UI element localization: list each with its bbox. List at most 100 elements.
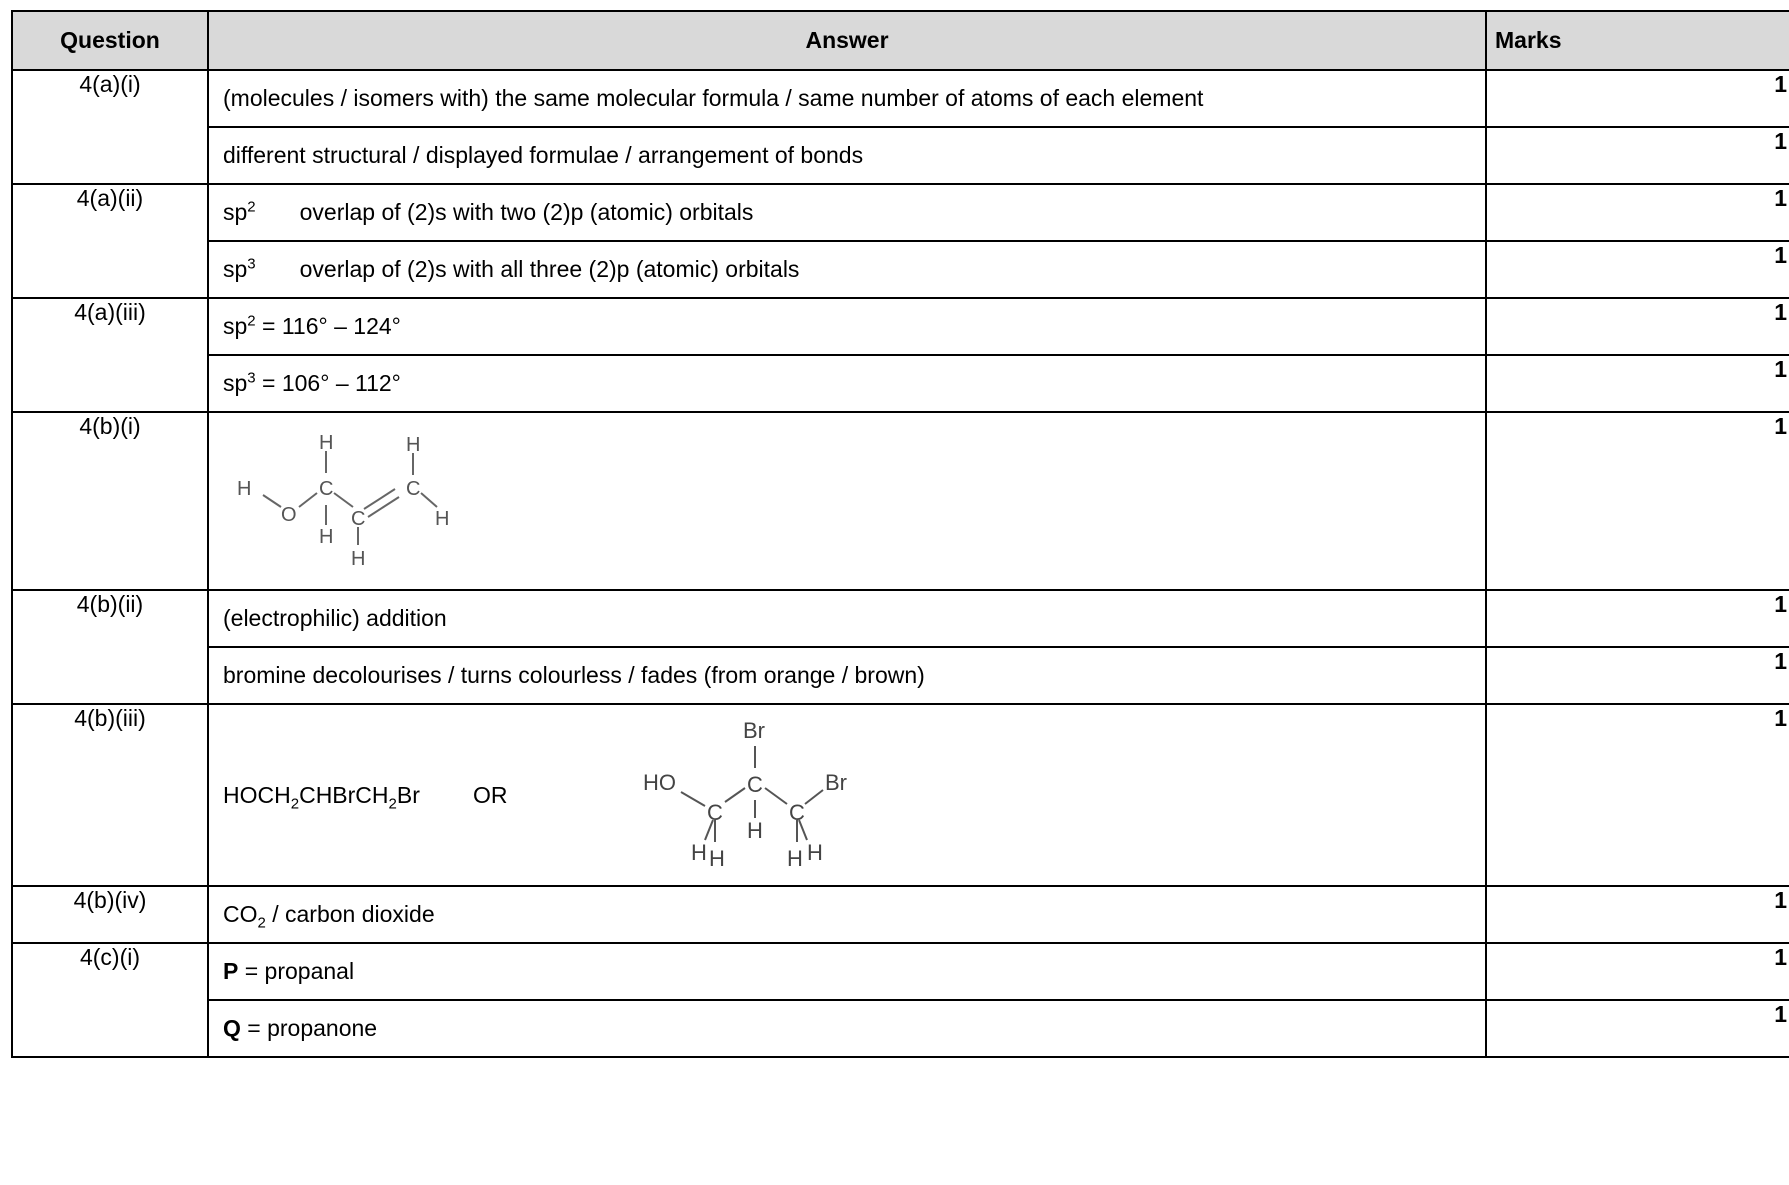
marks-cell: 1: [1485, 646, 1789, 705]
atom-h: H: [319, 526, 333, 548]
answer-text: bromine decolourises / turns colourless …: [207, 646, 1487, 705]
answer-text: = propanal: [238, 958, 355, 984]
marks-cell: 1: [1485, 942, 1789, 1001]
answer-text: overlap of (2)s with two (2)p (atomic) o…: [299, 199, 754, 225]
question-number: 4(b)(iii): [11, 703, 209, 887]
dibromopropanol-structure: Br HO C Br C C H H H H H: [643, 718, 847, 871]
question-number: 4(a)(ii): [11, 183, 209, 299]
atom-c: C: [707, 800, 723, 825]
question-number: 4(a)(i): [11, 69, 209, 185]
answer-text: = propanone: [240, 1015, 378, 1041]
hybridisation-label: sp: [223, 313, 248, 339]
atom-h: H: [709, 846, 725, 871]
atom-c: C: [406, 478, 420, 500]
atom-ho: HO: [643, 770, 676, 795]
prop-2-en-1-ol-structure: H O H C H C H H C H: [237, 432, 449, 570]
marks-cell: 1: [1485, 999, 1789, 1058]
marks-cell: 1: [1485, 885, 1789, 944]
answer-text: = 116° – 124°: [255, 313, 401, 339]
answer-text: different structural / displayed formula…: [207, 126, 1487, 185]
atom-h: H: [406, 434, 420, 456]
table-row: different structural / displayed formula…: [12, 126, 1789, 185]
answer-text: / carbon dioxide: [265, 901, 435, 927]
subscript: 2: [257, 914, 266, 932]
question-number: 4(b)(ii): [11, 589, 209, 705]
compound-label: Q: [223, 1015, 241, 1041]
marks-cell: 1: [1485, 240, 1789, 299]
atom-br: Br: [825, 770, 847, 795]
atom-h: H: [435, 508, 449, 530]
atom-c: C: [747, 772, 763, 797]
header-question: Question: [11, 10, 209, 71]
superscript: 2: [247, 198, 256, 216]
answer-cell: H O H C H C H H C H: [207, 411, 1487, 591]
condensed-formula: HOCH2CHBrCH2Br: [223, 781, 473, 813]
atom-c: C: [319, 478, 333, 500]
table-row: 4(b)(i) H O H C H: [11, 411, 1789, 591]
question-number: 4(b)(iv): [11, 885, 209, 944]
atom-c: C: [789, 800, 805, 825]
table-row: bromine decolourises / turns colourless …: [12, 646, 1789, 705]
marks-cell: 1: [1485, 69, 1789, 128]
atom-h: H: [787, 846, 803, 871]
answer-cell: HOCH2CHBrCH2Br OR: [207, 703, 1487, 887]
answer-text: = 106° – 112°: [255, 370, 401, 396]
formula-part: HOCH: [223, 781, 291, 808]
marks-cell: 1: [1485, 411, 1789, 591]
atom-h: H: [237, 478, 251, 500]
table-row: 4(a)(i) (molecules / isomers with) the s…: [11, 69, 1789, 185]
answer-cell: CO2 / carbon dioxide: [207, 885, 1487, 944]
atom-h: H: [691, 840, 707, 865]
answer-cell: sp2 overlap of (2)s with two (2)p (atomic…: [207, 183, 1487, 242]
header-answer: Answer: [207, 10, 1487, 71]
marks-cell: 1: [1485, 703, 1789, 887]
marks-cell: 1: [1485, 126, 1789, 185]
atom-h: H: [351, 548, 365, 570]
table-row: sp3 = 106° – 112° 1: [12, 354, 1789, 413]
formula-part: CO: [223, 901, 258, 927]
header-marks: Marks: [1485, 10, 1789, 71]
atom-h: H: [319, 432, 333, 454]
or-label: OR: [473, 781, 508, 808]
superscript: 2: [247, 312, 256, 330]
question-number: 4(c)(i): [11, 942, 209, 1058]
hybridisation-label: sp: [223, 370, 248, 396]
table-row: 4(c)(i) P = propanal 1: [11, 942, 1789, 1058]
atom-h: H: [807, 840, 823, 865]
question-number: 4(a)(iii): [11, 297, 209, 413]
hybridisation-label: sp: [223, 199, 248, 225]
table-row: 4(b)(ii) (electrophilic) addition 1: [11, 589, 1789, 705]
answer-text: (electrophilic) addition: [207, 589, 1487, 648]
marks-cell: 1: [1485, 354, 1789, 413]
formula-part: Br: [396, 781, 420, 808]
table-row: Q = propanone 1: [12, 999, 1789, 1058]
answer-cell: P = propanal: [207, 942, 1487, 1001]
superscript: 3: [247, 369, 256, 387]
marks-cell: 1: [1485, 183, 1789, 242]
table-header-row: Question Answer Marks: [11, 10, 1789, 71]
marks-cell: 1: [1485, 297, 1789, 356]
answer-text: (molecules / isomers with) the same mole…: [207, 69, 1487, 128]
table-row: 4(a)(iii) sp2 = 116° – 124° 1: [11, 297, 1789, 413]
answer-cell: sp3 = 106° – 112°: [207, 354, 1487, 413]
question-number: 4(b)(i): [11, 411, 209, 591]
table-row: 4(b)(iv) CO2 / carbon dioxide 1: [11, 885, 1789, 944]
answer-cell: Q = propanone: [207, 999, 1487, 1058]
compound-label: P: [223, 958, 239, 984]
atom-br: Br: [743, 718, 765, 743]
mark-scheme-table: Question Answer Marks 4(a)(i) (molecules…: [11, 10, 1789, 1058]
formula-part: CHBrCH: [299, 781, 389, 808]
atom-h: H: [747, 818, 763, 843]
atom-o: O: [281, 504, 297, 526]
superscript: 3: [247, 255, 256, 273]
table-row: 4(b)(iii) HOCH2CHBrCH2Br OR: [11, 703, 1789, 887]
hybridisation-label: sp: [223, 256, 248, 282]
marks-cell: 1: [1485, 589, 1789, 648]
subscript: 2: [388, 795, 397, 813]
atom-c: C: [351, 508, 365, 530]
subscript: 2: [290, 795, 300, 813]
answer-cell: sp2 = 116° – 124°: [207, 297, 1487, 356]
